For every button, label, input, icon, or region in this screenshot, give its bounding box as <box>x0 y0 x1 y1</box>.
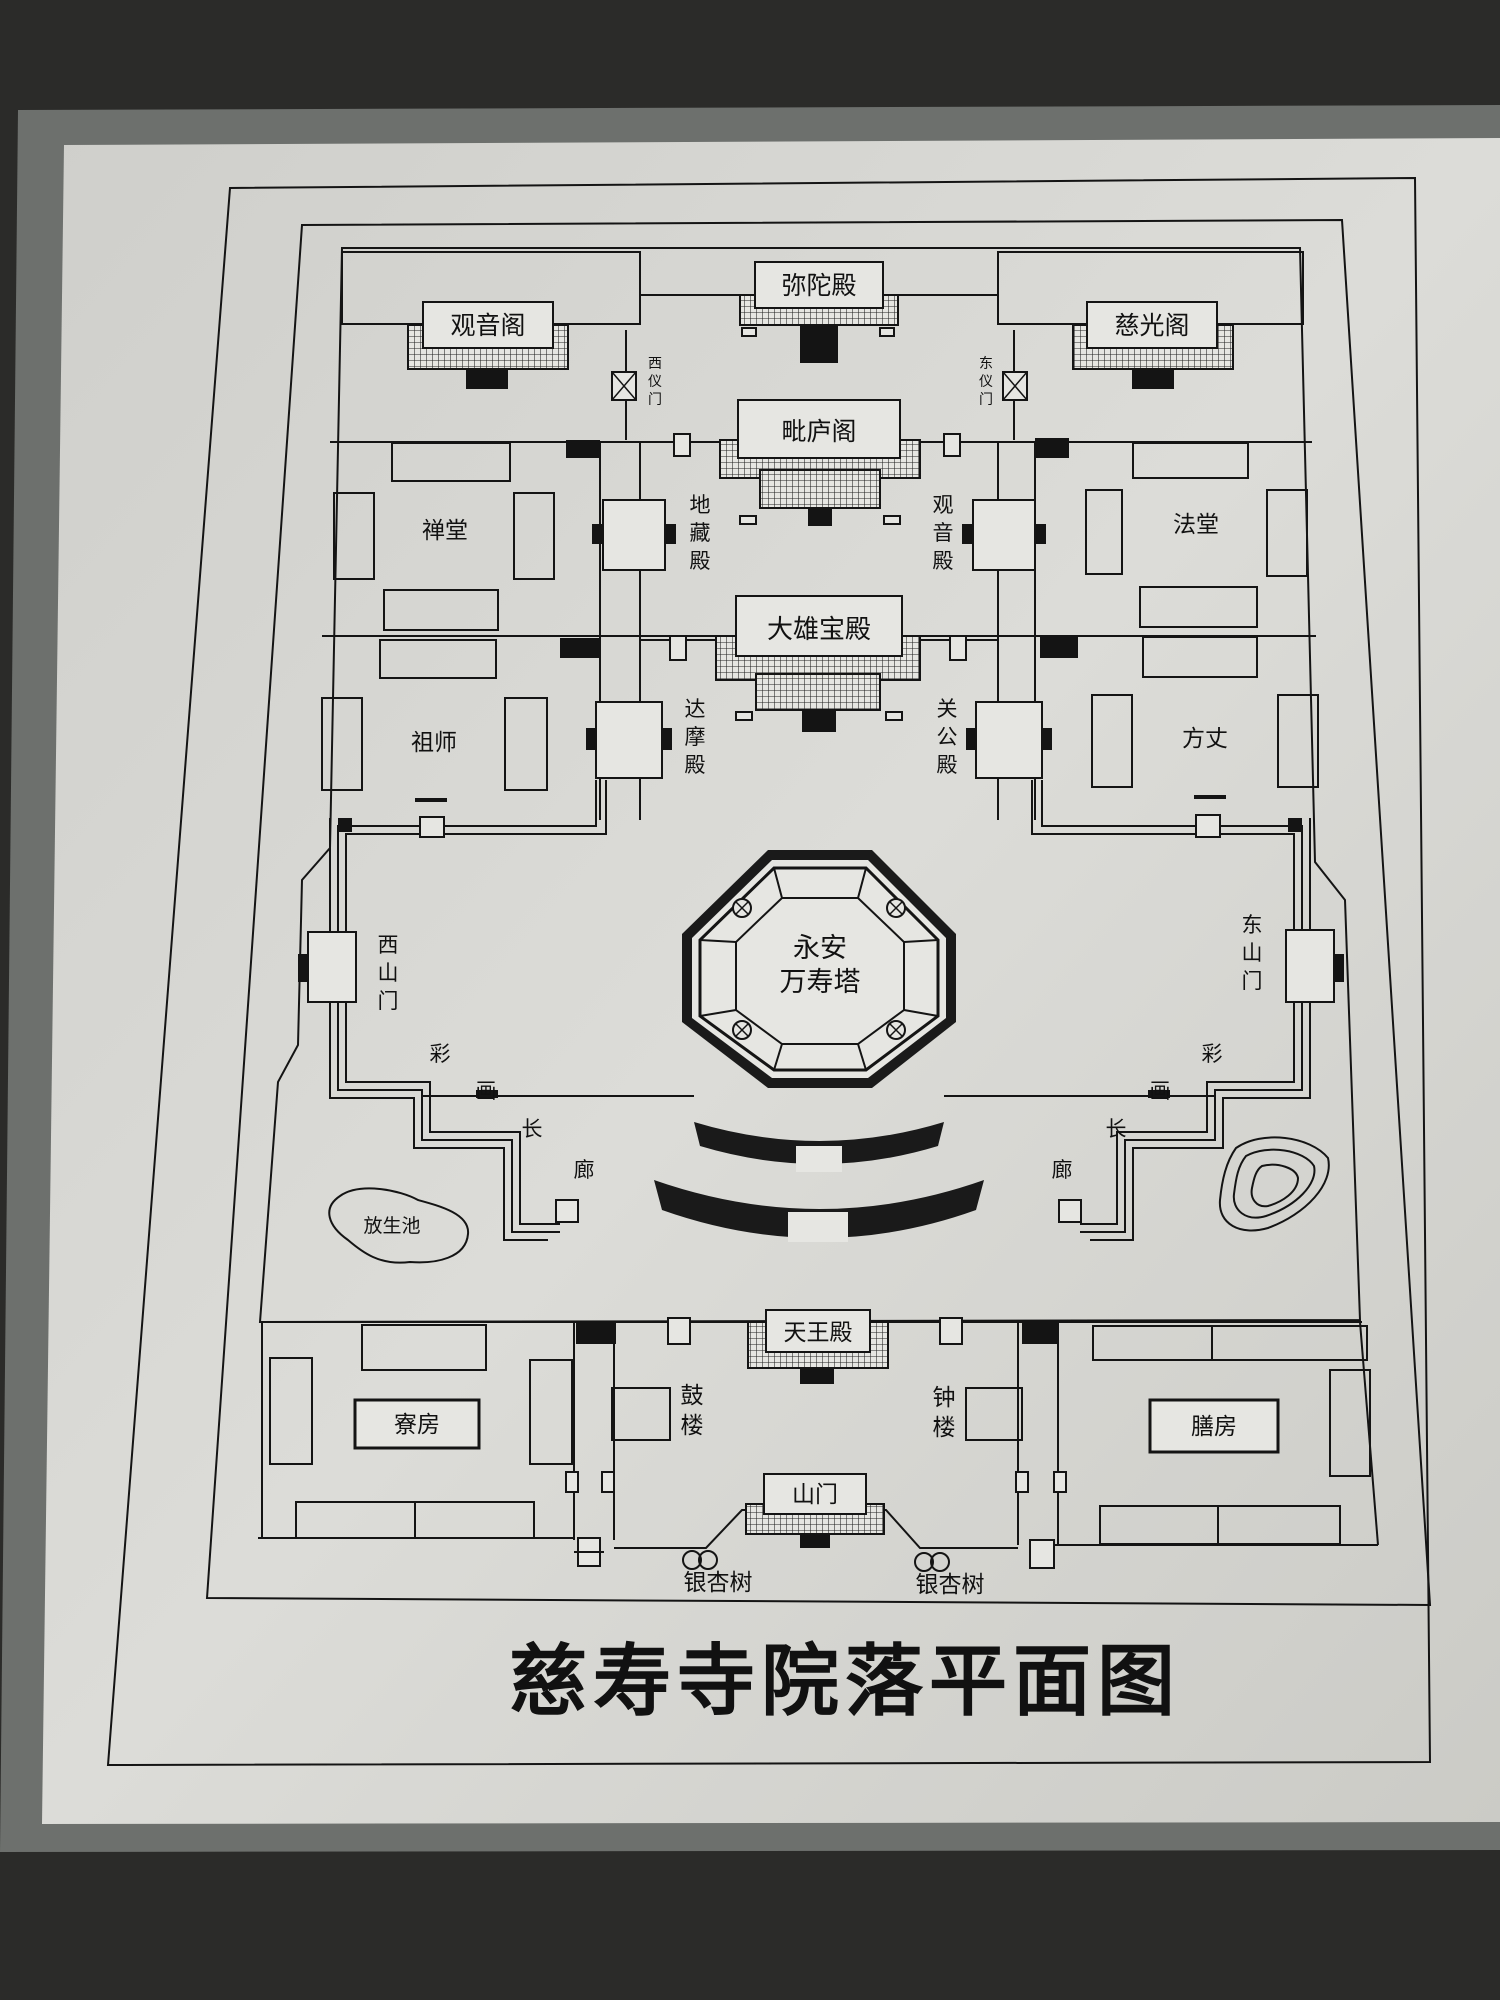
corridor-label-east-2: 画 <box>1150 1079 1171 1103</box>
release-pond[interactable]: 放生池 <box>328 1187 470 1264</box>
wanshou-pagoda[interactable]: 永安 万寿塔 <box>682 850 956 1088</box>
corridor-label-east-3: 长 <box>1106 1117 1127 1141</box>
pilu-pavilion-label: 毗庐阁 <box>781 417 856 446</box>
mituo-hall-label: 弥陀殿 <box>781 271 856 300</box>
pagoda-label-line2: 万寿塔 <box>780 967 861 998</box>
abbot-quarters-label: 方丈 <box>1182 726 1228 752</box>
corridor-label-east-1: 彩 <box>1202 1042 1223 1066</box>
corridor-label-west-3: 长 <box>522 1117 543 1141</box>
plan-title: 慈寿寺院落平面图 <box>509 1636 1181 1727</box>
bell-tower-label: 钟楼 <box>933 1385 956 1441</box>
patriarch-hall-label: 祖师 <box>411 730 457 756</box>
rockery <box>1218 1136 1330 1232</box>
corridor-label-west-4: 廊 <box>574 1158 595 1182</box>
east-mountain-gate[interactable]: 东山门 <box>1242 913 1345 1003</box>
daxiong-hall[interactable]: 大雄宝殿 <box>669 595 967 732</box>
west-ceremonial-gate-label: 西仪门 <box>648 356 662 408</box>
dormitory[interactable]: 寮房 <box>353 1398 481 1450</box>
west-mountain-gate-label: 西山门 <box>378 933 399 1013</box>
ginkgo-east[interactable]: 银杏树 <box>914 1552 985 1598</box>
west-ceremonial-gate[interactable]: 西仪门 <box>611 356 662 408</box>
ginkgo-east-label: 银杏树 <box>916 1572 985 1598</box>
corridor-label-east-4: 廊 <box>1052 1158 1073 1182</box>
dormitory-label: 寮房 <box>394 1412 440 1438</box>
ciguang-pavilion[interactable]: 慈光阁 <box>1072 301 1234 389</box>
guanyin-pavilion-label: 观音阁 <box>450 311 525 340</box>
dining-hall-label: 膳房 <box>1191 1414 1237 1440</box>
dizang-hall[interactable]: 地藏殿 <box>592 493 711 573</box>
mountain-gate-label: 山门 <box>792 1482 838 1508</box>
inner-border <box>205 218 1432 1607</box>
east-mountain-gate-label: 东山门 <box>1242 913 1263 993</box>
pagoda-steps <box>654 1122 984 1242</box>
ciguang-pavilion-label: 慈光阁 <box>1114 311 1189 340</box>
mituo-hall[interactable]: 弥陀殿 <box>739 261 899 363</box>
east-ceremonial-gate[interactable]: 东仪门 <box>979 356 1028 408</box>
tianwang-hall-label: 天王殿 <box>784 1320 853 1346</box>
daxiong-hall-label: 大雄宝殿 <box>767 615 871 645</box>
damo-hall[interactable]: 达摩殿 <box>586 697 706 779</box>
mountain-gate[interactable]: 山门 <box>745 1473 885 1548</box>
pilu-pavilion[interactable]: 毗庐阁 <box>673 399 961 526</box>
guangong-hall[interactable]: 关公殿 <box>937 697 1053 779</box>
chan-hall-label: 禅堂 <box>422 518 468 544</box>
east-painted-corridor <box>1031 780 1311 1241</box>
dizang-hall-label: 地藏殿 <box>690 493 711 573</box>
ginkgo-west-label: 银杏树 <box>684 1570 753 1596</box>
outer-border <box>106 176 1432 1767</box>
west-mountain-gate[interactable]: 西山门 <box>298 931 399 1013</box>
drum-tower-label: 鼓楼 <box>681 1383 704 1439</box>
guanyin-hall[interactable]: 观音殿 <box>933 493 1047 573</box>
damo-hall-label: 达摩殿 <box>685 697 706 777</box>
guanyin-pavilion[interactable]: 观音阁 <box>407 301 569 389</box>
corridor-label-west-2: 画 <box>476 1079 497 1103</box>
guangong-hall-label: 关公殿 <box>937 697 958 777</box>
guanyin-hall-label: 观音殿 <box>933 493 954 573</box>
dining-hall[interactable]: 膳房 <box>1148 1398 1280 1454</box>
dharma-hall-label: 法堂 <box>1173 512 1219 538</box>
east-ceremonial-gate-label: 东仪门 <box>979 356 993 408</box>
corridor-label-west-1: 彩 <box>430 1042 451 1066</box>
west-painted-corridor <box>329 780 607 1241</box>
release-pond-label: 放生池 <box>363 1215 420 1237</box>
compound-wall <box>258 247 1362 1324</box>
ginkgo-west[interactable]: 银杏树 <box>682 1550 753 1596</box>
pagoda-label-line1: 永安 <box>793 933 847 964</box>
tianwang-hall[interactable]: 天王殿 <box>747 1309 889 1384</box>
